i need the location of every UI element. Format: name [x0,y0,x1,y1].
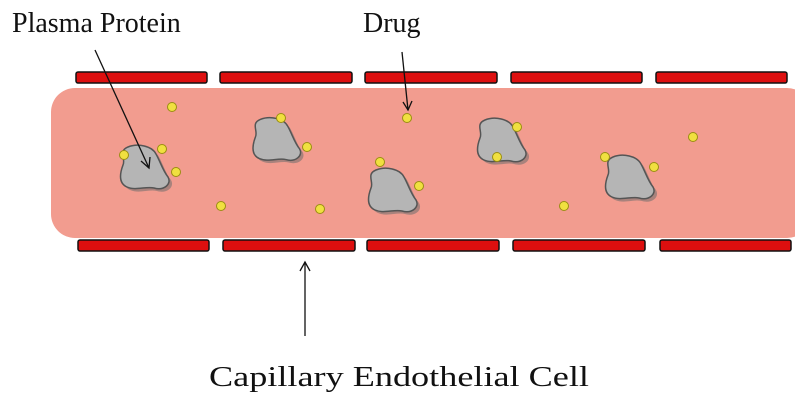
drug-icon [601,153,610,162]
plasma-protein-label: Plasma Protein [12,8,181,39]
endothelial-cell [511,72,642,83]
endothelial-cell-label: Capillary Endothelial Cell [209,362,589,393]
drug-icon [689,133,698,142]
endothelial-cell [223,240,355,251]
endothelial-cell-arrow-icon [300,262,310,336]
endothelial-cell [220,72,352,83]
drug-icon [415,182,424,191]
drug-icon [376,158,385,167]
drug-icon [513,123,522,132]
endothelial-cells-top [76,72,787,83]
drug-icon [650,163,659,172]
drug-icon [560,202,569,211]
drug-icon [217,202,226,211]
endothelial-cell [78,240,209,251]
drug-label: Drug [363,8,421,39]
endothelial-cell [660,240,791,251]
drug-icon [158,145,167,154]
capillary-lumen [51,88,795,238]
drug-icon [120,151,129,160]
drug-icon [172,168,181,177]
drug-icon [277,114,286,123]
drug-icon [168,103,177,112]
drug-icon [316,205,325,214]
endothelial-cells-bottom [78,240,791,251]
endothelial-cell [365,72,497,83]
endothelial-cell [367,240,499,251]
endothelial-cell [76,72,207,83]
endothelial-cell [656,72,787,83]
drug-icon [303,143,312,152]
drug-icon [493,153,502,162]
endothelial-cell [513,240,645,251]
drug-icon [403,114,412,123]
